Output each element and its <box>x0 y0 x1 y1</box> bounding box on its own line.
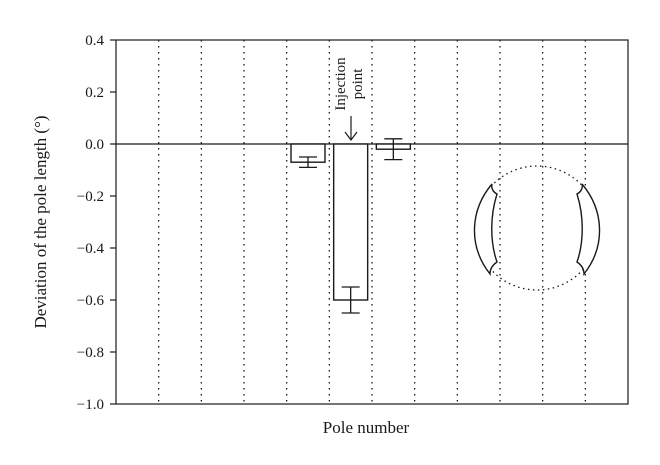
y-axis-label: Deviation of the pole length (°) <box>31 115 50 328</box>
annotation-line-1: Injection <box>333 57 349 111</box>
plot-frame <box>115 39 629 405</box>
down-arrow-icon <box>344 116 358 141</box>
left-pole-shape <box>473 183 498 277</box>
y-tick-label: 0.0 <box>85 137 104 153</box>
y-tick-label: −0.8 <box>77 345 104 361</box>
y-tick-label: 0.4 <box>85 33 104 49</box>
bars-group <box>290 138 412 314</box>
bar <box>332 143 369 301</box>
right-pole-shape <box>576 183 601 277</box>
y-tick-label: −1.0 <box>77 397 104 413</box>
x-axis-label: Pole number <box>323 418 410 437</box>
injection-point-annotation: Injection point <box>333 57 366 141</box>
y-tick-label: −0.4 <box>77 241 105 257</box>
y-tick-label: 0.2 <box>85 85 104 101</box>
annotation-line-2: point <box>350 68 366 100</box>
y-tick-label: −0.2 <box>77 189 104 205</box>
vertical-grid <box>158 40 586 404</box>
y-ticks: 0.4 0.2 0.0 −0.2 −0.4 −0.6 −0.8 −1.0 <box>77 33 116 413</box>
rotor-stator-inset-icon <box>473 165 601 291</box>
y-tick-label: −0.6 <box>77 293 105 309</box>
